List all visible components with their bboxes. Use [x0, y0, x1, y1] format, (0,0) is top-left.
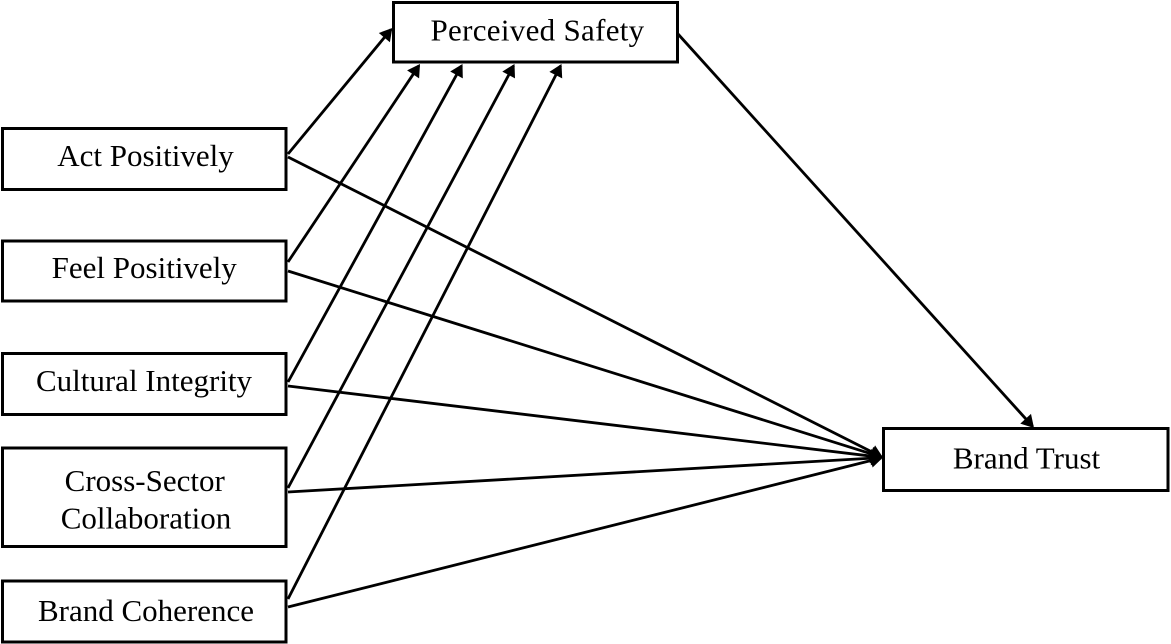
svg-text:Cross-Sector: Cross-Sector — [65, 463, 226, 498]
svg-text:Brand Coherence: Brand Coherence — [38, 593, 254, 628]
svg-text:Perceived Safety: Perceived Safety — [431, 13, 645, 48]
svg-text:Brand Trust: Brand Trust — [953, 441, 1101, 476]
svg-text:Collaboration: Collaboration — [61, 501, 232, 536]
svg-text:Cultural Integrity: Cultural Integrity — [36, 363, 253, 398]
svg-text:Feel Positively: Feel Positively — [52, 250, 238, 285]
svg-text:Act Positively: Act Positively — [57, 138, 234, 173]
